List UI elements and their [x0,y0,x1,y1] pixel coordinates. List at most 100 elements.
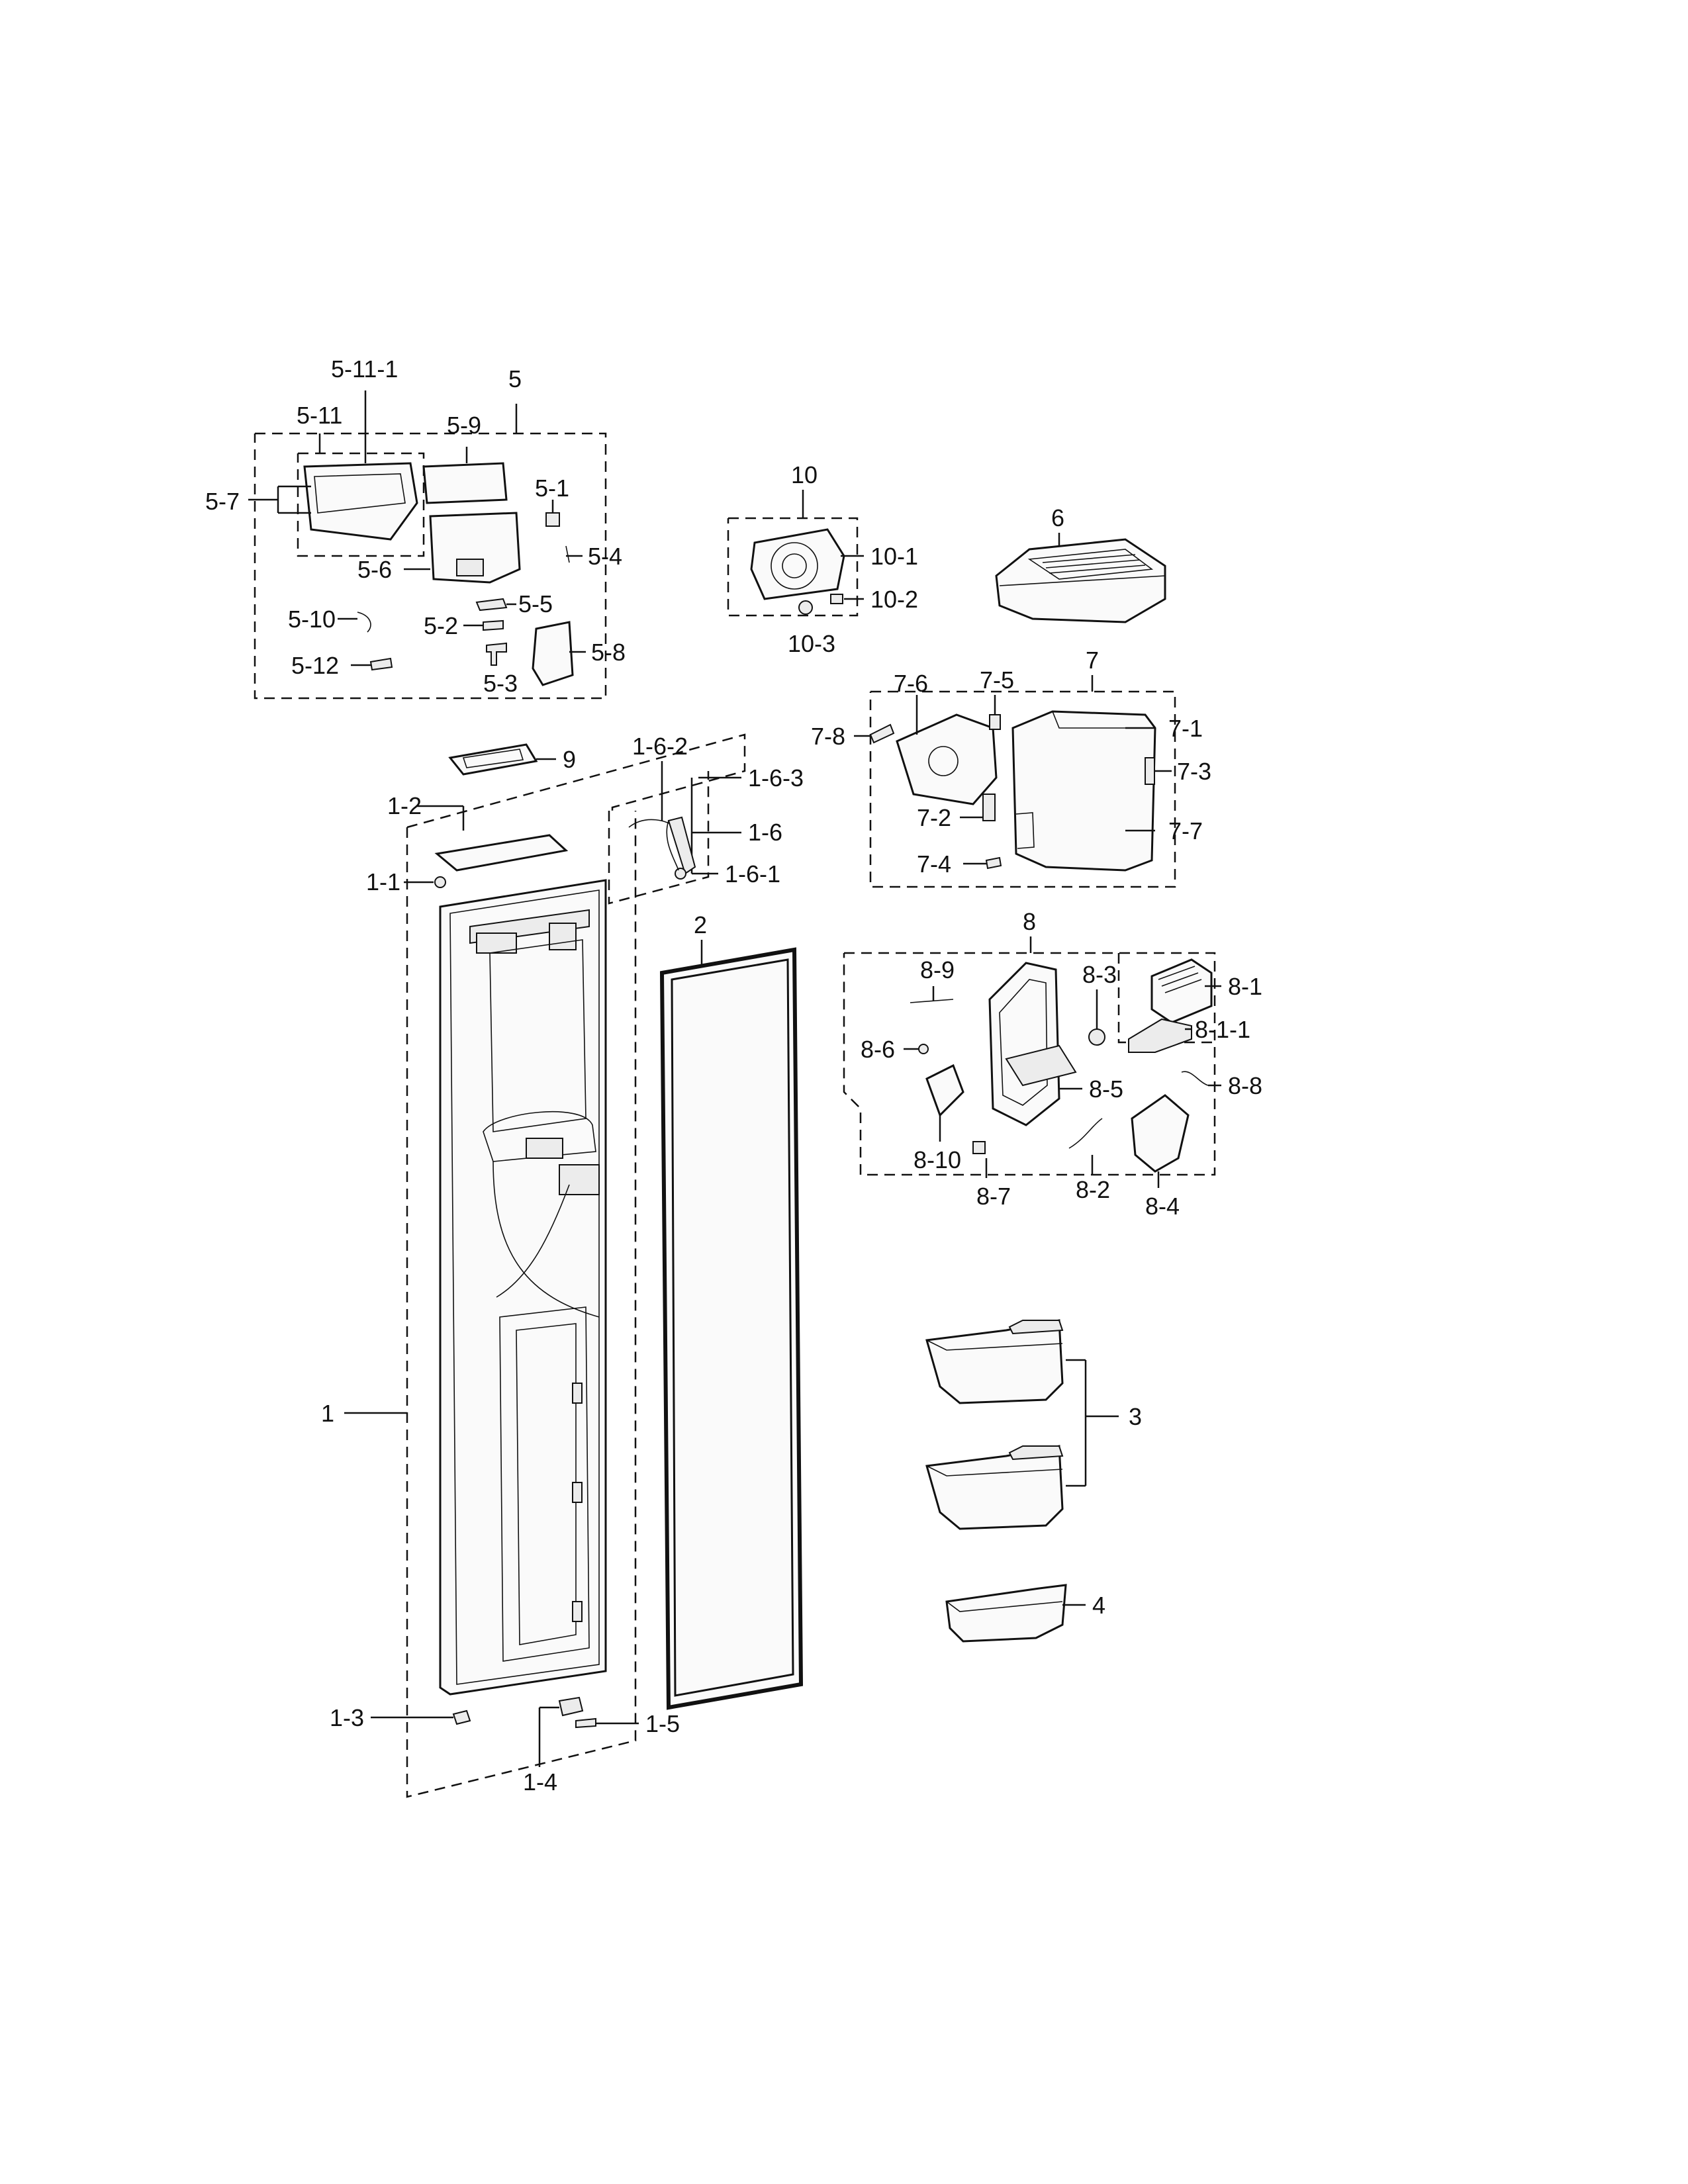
part-7-2 [982,794,996,821]
label-8-4: 8-4 [1145,1193,1180,1220]
part-2-gasket [659,947,804,1710]
label-3: 3 [1129,1403,1142,1430]
label-7: 7 [1086,647,1099,674]
label-5-10: 5-10 [288,606,336,633]
label-1-3: 1-3 [330,1704,364,1731]
part-1-1 [434,876,446,888]
group-10-motor-housing [727,490,864,617]
label-1-6-2: 1-6-2 [632,733,688,760]
part-5-12 [369,657,393,671]
part-8-2-wire [1068,1118,1103,1149]
part-10-1-housing [750,528,845,600]
label-1-5: 1-5 [645,1710,680,1737]
label-5-4: 5-4 [588,543,622,570]
label-10-3: 10-3 [788,630,835,657]
label-5-2: 5-2 [424,612,458,639]
part-5-3 [486,642,507,666]
part-1-2-cover [434,834,569,872]
group-5-dispenser-cover [248,390,607,700]
part-7-7-bucket [1011,710,1156,872]
part-5-2 [483,619,504,631]
label-8-10: 8-10 [914,1146,961,1173]
label-8-2: 8-2 [1076,1176,1110,1203]
part-8-9-screw [910,999,954,1003]
part-8-3 [1088,1028,1105,1046]
label-8-3: 8-3 [1082,961,1117,988]
label-5-1: 5-1 [535,475,569,502]
label-2: 2 [694,911,707,938]
label-7-4: 7-4 [917,850,951,878]
part-10-3 [798,600,813,615]
label-1-6-1: 1-6-1 [725,860,780,887]
group-3-door-bins [925,1319,1119,1530]
label-8-1-1: 8-1-1 [1195,1016,1250,1043]
group-4-small-bin [945,1584,1086,1643]
label-1-6: 1-6 [748,819,782,846]
label-6: 6 [1051,504,1064,531]
part-1-3 [452,1709,471,1725]
part-1-door [439,879,607,1696]
group-1-door-assembly [344,733,746,1798]
label-5-9: 5-9 [447,412,481,439]
part-3-bin-lower [925,1445,1064,1530]
label-1-1: 1-1 [366,868,400,895]
part-1-5 [575,1717,596,1729]
label-1-6-3: 1-6-3 [748,764,804,792]
label-8-6: 8-6 [861,1036,895,1063]
label-5-3: 5-3 [483,670,518,697]
group-6-ice-bucket-cover [995,533,1166,623]
label-8-8: 8-8 [1228,1072,1262,1099]
label-10: 10 [791,461,818,488]
label-7-7: 7-7 [1168,817,1203,844]
group-2-gasket [659,940,804,1710]
label-8: 8 [1023,908,1036,935]
part-8-4-housing [1131,1094,1190,1173]
label-7-5: 7-5 [980,666,1014,694]
label-5-8: 5-8 [591,639,626,666]
part-5-10 [357,612,371,633]
part-5-5 [475,598,508,612]
part-5-8 [532,621,574,686]
part-8-1-1 [1128,1018,1192,1053]
part-8-5-frame [988,962,1060,1126]
label-10-2: 10-2 [870,586,918,613]
part-7-6-housing [896,713,998,805]
label-1-2: 1-2 [387,792,422,819]
part-5-1 [545,512,560,527]
label-7-1: 7-1 [1168,715,1203,742]
part-8-6 [918,1044,929,1054]
part-7-3 [1145,757,1155,785]
part-1-6-1 [675,868,686,880]
part-5-11-panel [303,462,418,541]
label-7-8: 7-8 [811,723,845,750]
part-5-6-housing [429,512,521,584]
label-7-2: 7-2 [917,804,951,831]
part-5-4 [565,545,570,563]
part-10-2 [830,594,843,604]
part-4-bin [945,1584,1067,1643]
label-8-1: 8-1 [1228,973,1262,1000]
label-9: 9 [563,746,576,773]
label-5-6: 5-6 [357,556,392,583]
group-8-ice-maker [843,936,1221,1188]
label-5-5: 5-5 [518,590,553,617]
label-1: 1 [321,1400,334,1427]
label-5-7: 5-7 [205,488,240,515]
part-7-8 [869,723,895,744]
label-10-1: 10-1 [870,543,918,570]
label-8-9: 8-9 [920,956,955,983]
part-8-1-ice-maker [1150,958,1213,1024]
group-7-ice-bucket [854,675,1176,888]
label-7-3: 7-3 [1177,758,1211,785]
part-8-7 [972,1141,986,1154]
label-5: 5 [508,365,522,392]
part-8-8-wire [1181,1071,1209,1086]
part-5-9-plate [422,462,508,504]
label-8-7: 8-7 [976,1183,1011,1210]
part-1-6-3-harness [667,816,696,875]
part-7-5 [989,714,1001,730]
group-9-bracket [448,743,556,776]
label-4: 4 [1092,1592,1105,1619]
part-3-bin-upper [925,1319,1064,1404]
